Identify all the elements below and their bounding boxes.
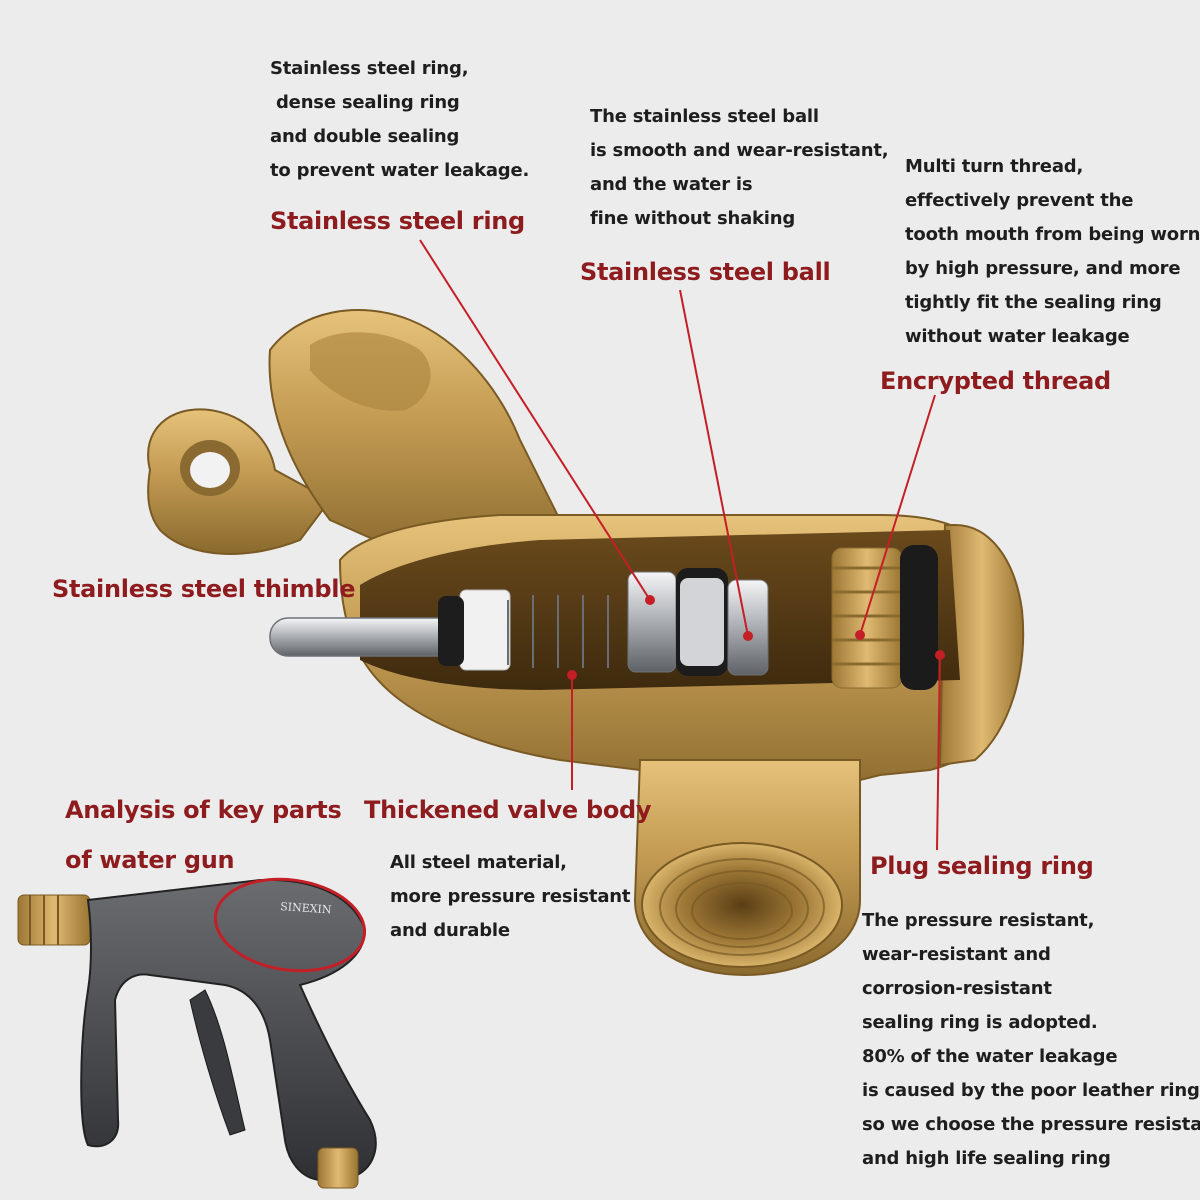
title-line-1: Analysis of key parts [65, 796, 342, 824]
description-line: tooth mouth from being worn [905, 224, 1200, 245]
description-line: All steel material, [390, 852, 567, 873]
description-stainless-steel-ring: Stainless steel ring, dense sealing ring… [270, 52, 529, 188]
description-line: Multi turn thread, [905, 156, 1084, 177]
description-line: fine without shaking [590, 208, 796, 229]
gun-trigger [189, 989, 246, 1136]
quick-connector [17, 894, 91, 946]
spring [508, 595, 622, 668]
description-line: and double sealing [270, 126, 460, 147]
description-line: and durable [390, 920, 510, 941]
gun-brand: SINEXIN [280, 900, 332, 917]
label-encrypted-thread: Encrypted thread [880, 367, 1111, 395]
description-line: dense sealing ring [276, 92, 460, 113]
description-line: and the water is [590, 174, 753, 195]
description-line: wear-resistant and [862, 944, 1051, 965]
label-stainless-steel-thimble: Stainless steel thimble [52, 575, 356, 603]
description-line: The pressure resistant, [862, 910, 1095, 931]
white-seal [459, 589, 511, 671]
water-gun: SINEXIN [17, 877, 377, 1189]
internal-parts [269, 545, 938, 690]
description-line: 80% of the water leakage [862, 1046, 1118, 1067]
description-line: sealing ring is adopted. [862, 1012, 1098, 1033]
highlight-circle [213, 877, 367, 973]
title-line-2: of water gun [65, 846, 235, 874]
description-plug-sealing-ring: The pressure resistant, wear-resistant a… [862, 904, 1200, 1176]
leader-plug-sealing-ring [936, 654, 941, 851]
description-line: by high pressure, and more [905, 258, 1181, 279]
end-cap [938, 524, 1025, 767]
description-line: Stainless steel ring, [270, 58, 469, 79]
label-plug-sealing-ring: Plug sealing ring [870, 852, 1094, 880]
description-line: is smooth and wear-resistant, [590, 140, 889, 161]
leader-stainless-steel-ring [419, 239, 651, 601]
plug-seal [900, 545, 938, 690]
label-stainless-steel-ring: Stainless steel ring [270, 207, 525, 235]
description-line: tightly fit the sealing ring [905, 292, 1162, 313]
description-line: The stainless steel ball [590, 106, 819, 127]
steel-ring-part [627, 571, 677, 673]
description-line: corrosion-resistant [862, 978, 1052, 999]
description-line: so we choose the pressure resistant [862, 1114, 1200, 1135]
outlet-bore [641, 842, 843, 968]
leader-lines [419, 239, 941, 851]
label-thickened-valve-body: Thickened valve body [364, 796, 652, 824]
description-thickened-valve-body: All steel material, more pressure resist… [390, 846, 630, 948]
leader-dots [567, 595, 945, 680]
description-line: and high life sealing ring [862, 1148, 1111, 1169]
gun-body [80, 878, 377, 1182]
description-stainless-steel-ball: The stainless steel ball is smooth and w… [590, 100, 889, 236]
description-line: is caused by the poor leather ring, [862, 1080, 1200, 1101]
leader-stainless-steel-ball [679, 289, 749, 637]
ball-housing [727, 579, 769, 676]
description-line: more pressure resistant [390, 886, 631, 907]
description-line: without water leakage [905, 326, 1130, 347]
label-stainless-steel-ball: Stainless steel ball [580, 258, 831, 286]
leader-encrypted-thread [859, 394, 936, 636]
description-line: to prevent water leakage. [270, 160, 530, 181]
gun-outlet [317, 1147, 359, 1189]
description-line: effectively prevent the [905, 190, 1134, 211]
description-encrypted-thread: Multi turn thread, effectively prevent t… [905, 150, 1200, 354]
